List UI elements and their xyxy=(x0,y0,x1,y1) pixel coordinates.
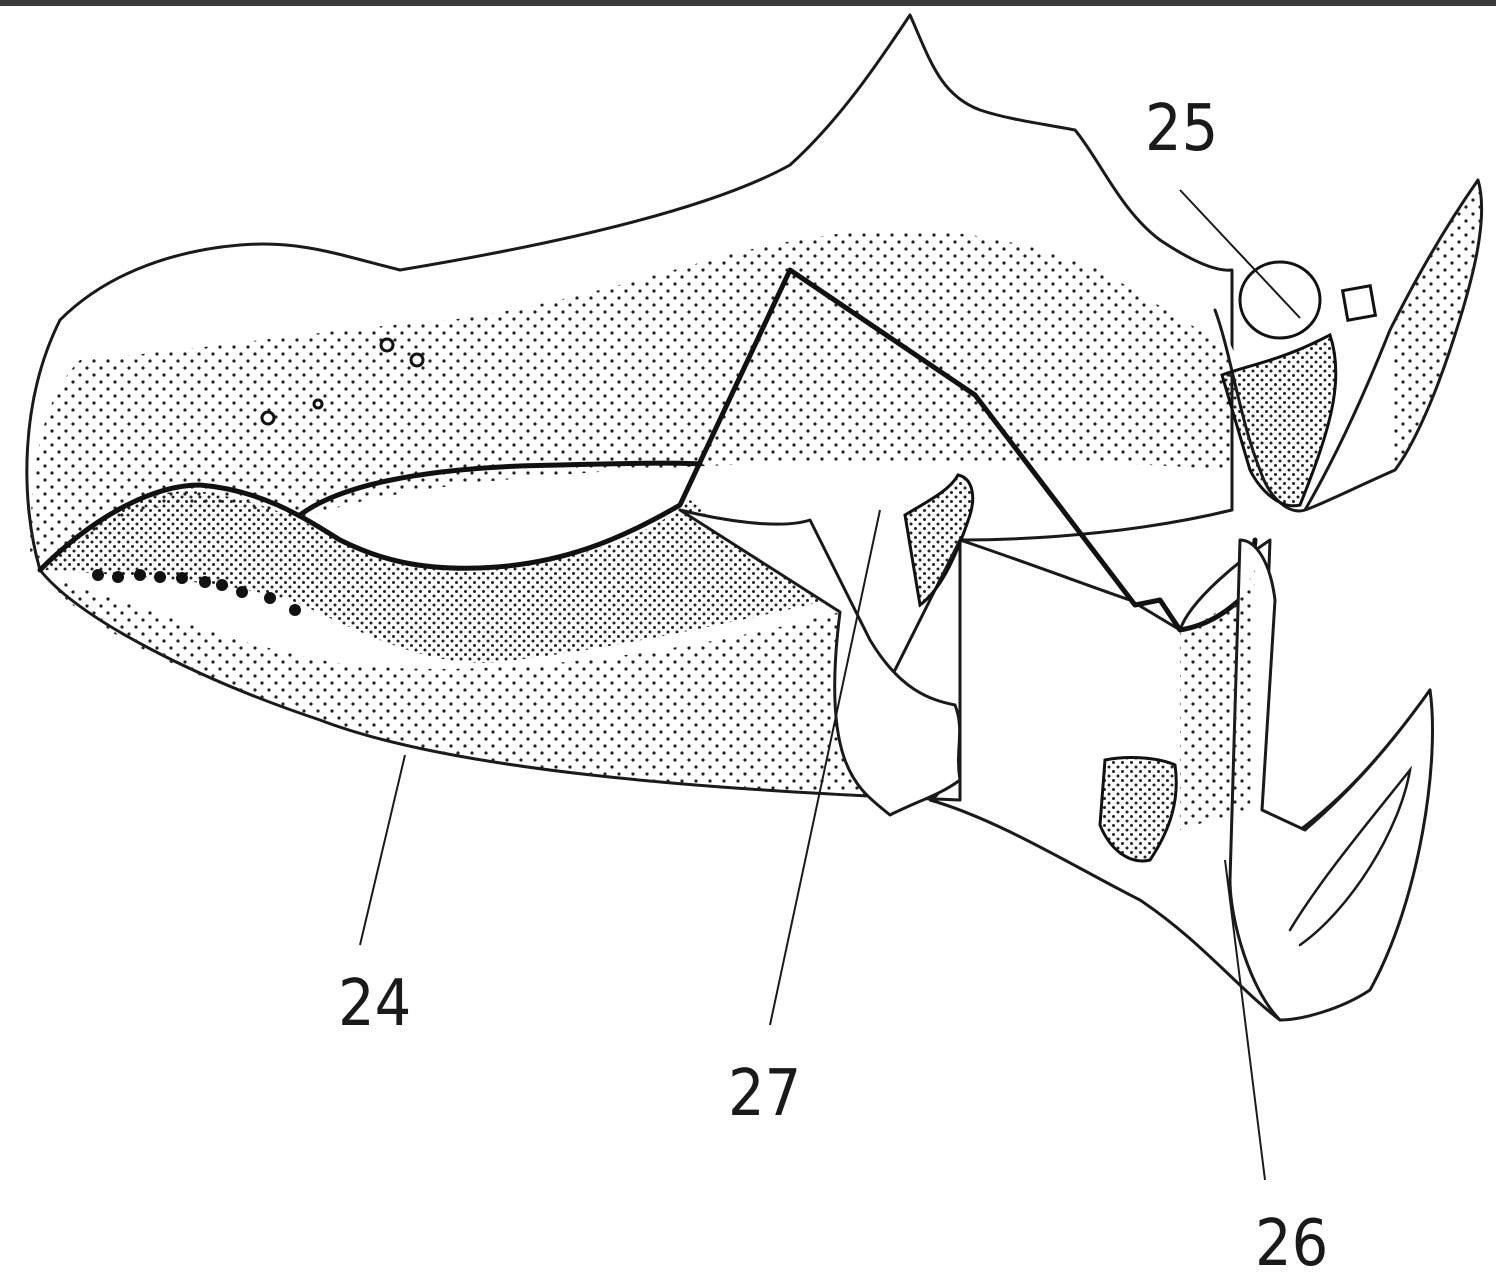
label-25: 25 xyxy=(1145,92,1218,166)
right-upper-tip-stipple xyxy=(1390,180,1482,470)
label-26: 26 xyxy=(1255,1207,1328,1281)
right-upper-stipple xyxy=(1222,335,1336,506)
label-27: 27 xyxy=(728,1057,801,1131)
label-24: 24 xyxy=(338,967,411,1041)
small-knob xyxy=(1343,286,1376,320)
disc-structure xyxy=(1240,262,1320,338)
leader-24 xyxy=(360,755,405,945)
